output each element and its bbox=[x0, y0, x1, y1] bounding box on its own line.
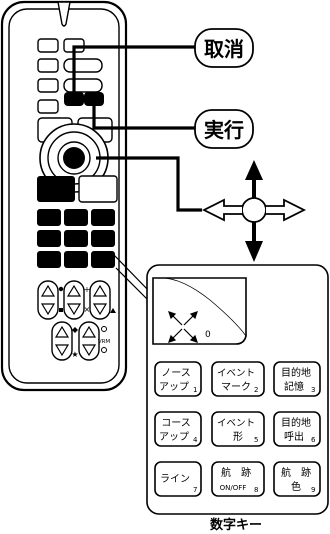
remote-button[interactable] bbox=[63, 78, 103, 93]
zero-key[interactable]: 0 bbox=[152, 277, 247, 345]
remote-button[interactable] bbox=[63, 58, 103, 73]
vrm-label: VRM bbox=[98, 339, 111, 345]
keypad-key[interactable] bbox=[64, 209, 88, 226]
keypad-key[interactable] bbox=[64, 230, 88, 247]
keypad-key[interactable] bbox=[37, 209, 61, 226]
key-track-on-off[interactable]: 航 跡 ON/OFF 8 bbox=[211, 461, 265, 497]
key-line1: ノース bbox=[161, 368, 191, 379]
cancel-callout-line bbox=[72, 45, 196, 94]
rocker-keys: + × ★ VRM bbox=[37, 280, 116, 361]
execute-callout: 実行 bbox=[194, 109, 254, 149]
key-line1: 航 跡 bbox=[281, 466, 311, 479]
key-line[interactable]: ライン 7 bbox=[154, 461, 202, 497]
four-way-arrow-icon bbox=[201, 160, 307, 262]
cancel-button-left[interactable] bbox=[64, 92, 84, 106]
key-number: 3 bbox=[311, 386, 315, 394]
key-event-mark[interactable]: イベント マーク 2 bbox=[211, 361, 265, 397]
key-line1: ライン bbox=[160, 473, 190, 485]
remote-button[interactable] bbox=[37, 99, 59, 114]
cancel-callout: 取消 bbox=[194, 28, 254, 68]
zero-key-number: 0 bbox=[205, 330, 211, 340]
key-destination-recall[interactable]: 目的地 呼出 6 bbox=[273, 411, 321, 447]
key-north-up[interactable]: ノース アップ 1 bbox=[154, 361, 202, 397]
keypad-key[interactable] bbox=[37, 251, 61, 268]
key-number: 1 bbox=[193, 386, 197, 394]
diagonal-arrows-icon bbox=[168, 311, 198, 343]
plus-icon: + bbox=[84, 285, 91, 294]
remote-button[interactable] bbox=[37, 176, 75, 202]
key-line1: 目的地 bbox=[281, 416, 311, 429]
key-line1: 航 跡 bbox=[221, 466, 251, 479]
numeric-keypad bbox=[37, 209, 115, 268]
dot-icon bbox=[58, 286, 64, 292]
rocker-key[interactable] bbox=[37, 280, 59, 320]
key-line1: イベント bbox=[217, 418, 255, 429]
key-number: 7 bbox=[193, 486, 197, 494]
rocker-key[interactable] bbox=[63, 280, 85, 320]
numeric-keys-caption: 数字キー bbox=[210, 517, 262, 533]
execute-callout-line bbox=[92, 100, 196, 130]
key-line2: 記憶 bbox=[284, 380, 304, 393]
keypad-key[interactable] bbox=[91, 209, 115, 226]
key-number: 6 bbox=[311, 436, 316, 444]
key-line2: アップ bbox=[159, 431, 189, 443]
key-event-shape[interactable]: イベント 形 5 bbox=[211, 411, 265, 447]
key-course-up[interactable]: コース アップ 4 bbox=[154, 411, 202, 447]
key-line2: アップ bbox=[159, 381, 189, 393]
rocker-key[interactable] bbox=[51, 321, 73, 361]
execute-label: 実行 bbox=[204, 118, 244, 142]
key-line2: 形 bbox=[233, 431, 243, 443]
cancel-label: 取消 bbox=[204, 37, 244, 61]
star-icon: ★ bbox=[71, 350, 78, 359]
keypad-key[interactable] bbox=[91, 230, 115, 247]
key-line2: 呼出 bbox=[284, 430, 304, 443]
key-line2: マーク bbox=[221, 381, 251, 393]
joystick-callout-line bbox=[96, 156, 202, 212]
key-line2: ON/OFF bbox=[220, 484, 247, 492]
key-number: 8 bbox=[254, 486, 258, 494]
rocker-key[interactable] bbox=[78, 321, 100, 361]
remote-button[interactable] bbox=[37, 38, 59, 53]
keypad-key[interactable] bbox=[64, 251, 88, 268]
callout-lines bbox=[72, 45, 202, 212]
ir-window bbox=[57, 1, 71, 27]
keypad-key[interactable] bbox=[91, 251, 115, 268]
vrm-button[interactable] bbox=[101, 347, 107, 353]
remote-button[interactable] bbox=[37, 78, 59, 93]
key-line2: 色 bbox=[291, 480, 301, 493]
key-line1: イベント bbox=[217, 368, 255, 379]
key-number: 2 bbox=[254, 386, 258, 394]
triangle-icon bbox=[110, 308, 116, 313]
remote-button[interactable] bbox=[37, 58, 59, 73]
vrm-button[interactable] bbox=[101, 326, 107, 332]
square-icon bbox=[59, 308, 63, 312]
key-line1: コース bbox=[161, 418, 191, 429]
key-line1: 目的地 bbox=[281, 366, 311, 379]
keypad-key[interactable] bbox=[37, 230, 61, 247]
key-track-color[interactable]: 航 跡 色 9 bbox=[273, 461, 321, 497]
remote-control: + × ★ VRM bbox=[0, 0, 128, 392]
remote-button[interactable] bbox=[78, 175, 118, 203]
key-destination-memory[interactable]: 目的地 記憶 3 bbox=[273, 361, 321, 397]
key-number: 9 bbox=[311, 486, 315, 494]
cancel-button-right[interactable] bbox=[84, 92, 104, 106]
key-number: 5 bbox=[254, 436, 258, 444]
rocker-key[interactable] bbox=[89, 280, 111, 320]
diamond-icon bbox=[72, 327, 78, 333]
cross-icon: × bbox=[84, 305, 91, 314]
numeric-key-panel: 0 ノース アップ 1 イベント マーク 2 目的地 記憶 3 コース アップ … bbox=[112, 253, 329, 515]
key-number: 4 bbox=[193, 436, 198, 444]
